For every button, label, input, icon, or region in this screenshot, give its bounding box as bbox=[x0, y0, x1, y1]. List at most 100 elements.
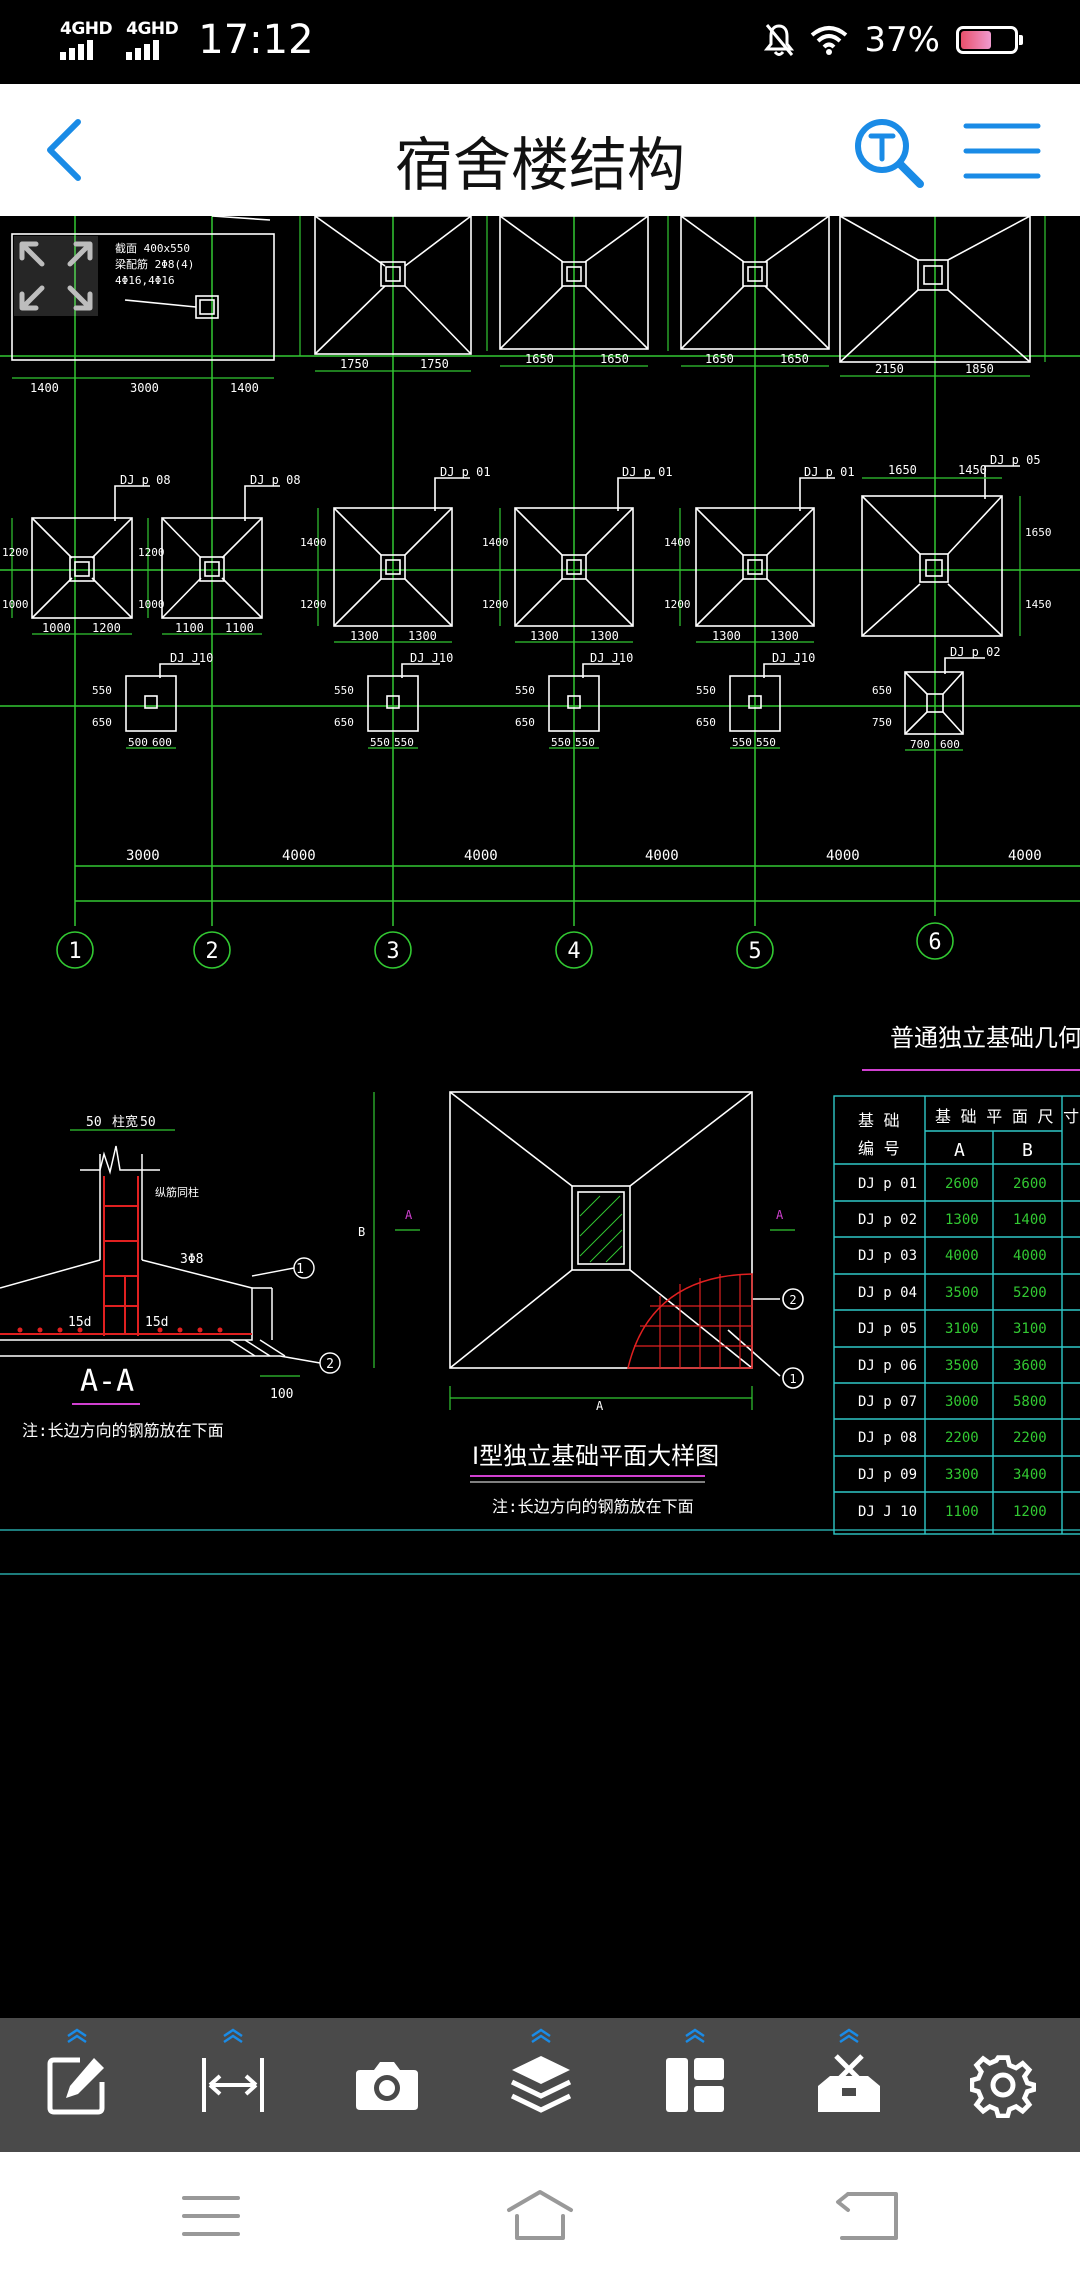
dim: 550 bbox=[370, 736, 390, 749]
utilities-tool[interactable] bbox=[804, 2018, 894, 2152]
section-callout-lines bbox=[251, 1257, 341, 1374]
axis-label: 3 bbox=[386, 939, 399, 964]
svg-text:4000: 4000 bbox=[1013, 1248, 1047, 1264]
measure-tool[interactable] bbox=[188, 2018, 278, 2152]
dim: 650 bbox=[872, 684, 892, 697]
callout-num: 1 bbox=[789, 1372, 796, 1386]
dim: 650 bbox=[334, 716, 354, 729]
recent-apps-icon[interactable] bbox=[176, 2188, 246, 2244]
note-line: 截面 400x550 bbox=[115, 241, 190, 255]
top-note: 截面 400x550 梁配筋 2Φ8(4) 4Φ16,4Φ16 bbox=[115, 241, 194, 287]
top-dim-lines bbox=[12, 216, 1046, 379]
dim: 1650 bbox=[1025, 526, 1052, 539]
svg-text:3500: 3500 bbox=[945, 1358, 979, 1374]
middle-dim-text: 1000 1200 1100 1100 1300 1300 1300 1300 … bbox=[42, 463, 987, 643]
axis-label: 5 bbox=[748, 939, 761, 964]
back-chevron-icon[interactable] bbox=[36, 114, 96, 186]
text-search-icon[interactable] bbox=[850, 114, 926, 190]
dim: 1300 bbox=[408, 629, 437, 643]
dim: 550 bbox=[394, 736, 414, 749]
span-dim: 4000 bbox=[282, 848, 316, 864]
section-mark: A bbox=[405, 1208, 413, 1222]
home-icon[interactable] bbox=[505, 2188, 575, 2244]
column-hatch bbox=[579, 1195, 623, 1263]
section-rebar bbox=[0, 1176, 252, 1336]
small-dim-text: 500 600 550 550 550 550 550 550 700 600 bbox=[128, 736, 960, 751]
dim: 1200 bbox=[2, 546, 29, 559]
expand-up-chevron-icon[interactable] bbox=[221, 2028, 245, 2044]
dim: 1650 bbox=[888, 463, 917, 477]
dim: 1650 bbox=[600, 352, 629, 366]
network-type-label: 4GHD bbox=[126, 18, 179, 39]
grid-axis-lines bbox=[0, 216, 1080, 926]
dim: 1300 bbox=[350, 629, 379, 643]
signal-sim1: 4GHD bbox=[60, 18, 113, 60]
dim: 1300 bbox=[530, 629, 559, 643]
edit-annotate-tool[interactable] bbox=[32, 2018, 122, 2152]
back-icon[interactable] bbox=[834, 2188, 904, 2244]
expand-up-chevron-icon[interactable] bbox=[837, 2028, 861, 2044]
footing-tag: DJ p 01 bbox=[804, 465, 855, 479]
small-footings bbox=[125, 657, 985, 735]
wifi-icon bbox=[811, 26, 848, 55]
rebar-quadrant bbox=[627, 1273, 753, 1369]
dim: 1400 bbox=[482, 536, 509, 549]
span-dim-lines bbox=[75, 865, 1080, 902]
expand-up-chevron-icon[interactable] bbox=[529, 2028, 553, 2044]
expand-up-chevron-icon[interactable] bbox=[683, 2028, 707, 2044]
layout-icon bbox=[666, 2058, 724, 2112]
fullscreen-expand-icon[interactable] bbox=[14, 236, 98, 316]
header-cell: 编 号 bbox=[858, 1139, 900, 1158]
dim: 1400 bbox=[230, 381, 259, 395]
dim: 1200 bbox=[300, 598, 327, 611]
table-title: 普通独立基础几何尺寸和 bbox=[890, 1024, 1080, 1052]
svg-text:1100: 1100 bbox=[945, 1504, 979, 1520]
expand-up-chevron-icon[interactable] bbox=[65, 2028, 89, 2044]
dim: 1000 bbox=[2, 598, 29, 611]
dim: 1000 bbox=[42, 621, 71, 635]
dim: 550 bbox=[515, 684, 535, 697]
footing-tag: DJ J10 bbox=[590, 651, 633, 665]
hamburger-menu-icon[interactable] bbox=[962, 120, 1042, 182]
dim: 1650 bbox=[525, 352, 554, 366]
header-cell: B bbox=[1022, 1140, 1033, 1161]
detail-labels: A A B A 2 1 Ⅰ型独立基础平面大样图 注:长边方向的钢筋放在下面 bbox=[358, 1208, 797, 1516]
header-cell: A bbox=[954, 1140, 965, 1161]
axis-label: 6 bbox=[928, 930, 941, 955]
svg-text:3000: 3000 bbox=[945, 1394, 979, 1410]
settings-tool[interactable] bbox=[958, 2018, 1048, 2152]
section-rebar-dots bbox=[17, 1327, 223, 1333]
dim: 550 bbox=[575, 736, 595, 749]
layers-tool[interactable] bbox=[496, 2018, 586, 2152]
cad-drawing-viewport[interactable]: 截面 400x550 梁配筋 2Φ8(4) 4Φ16,4Φ16 1400 300… bbox=[0, 216, 1080, 2018]
gear-icon bbox=[970, 2055, 1036, 2118]
svg-text:DJ p 06: DJ p 06 bbox=[858, 1358, 917, 1374]
network-type-label: 4GHD bbox=[60, 18, 113, 39]
footing-tag: DJ p 02 bbox=[950, 645, 1001, 659]
section-label: 15d bbox=[145, 1315, 168, 1330]
svg-text:2600: 2600 bbox=[945, 1176, 979, 1192]
toolbox-icon bbox=[818, 2054, 880, 2112]
svg-text:DJ p 05: DJ p 05 bbox=[858, 1321, 917, 1337]
svg-text:DJ p 02: DJ p 02 bbox=[858, 1212, 917, 1228]
screenshot-tool[interactable] bbox=[342, 2018, 432, 2152]
svg-text:2200: 2200 bbox=[945, 1430, 979, 1446]
detail-dim-lines bbox=[373, 1092, 795, 1410]
svg-text:DJ p 07: DJ p 07 bbox=[858, 1394, 917, 1410]
footing-tag: DJ J10 bbox=[410, 651, 453, 665]
section-dim-lines bbox=[70, 1129, 300, 1377]
dim: 1200 bbox=[92, 621, 121, 635]
axis-bubbles bbox=[56, 922, 954, 969]
layout-tool[interactable] bbox=[650, 2018, 740, 2152]
svg-text:3100: 3100 bbox=[1013, 1321, 1047, 1337]
dim: 750 bbox=[872, 716, 892, 729]
detail-plan bbox=[449, 1091, 804, 1389]
svg-text:DJ p 04: DJ p 04 bbox=[858, 1285, 917, 1301]
cad-drawing: 截面 400x550 梁配筋 2Φ8(4) 4Φ16,4Φ16 1400 300… bbox=[0, 216, 1080, 1575]
span-dim: 4000 bbox=[826, 848, 860, 864]
footing-tag: DJ J10 bbox=[170, 651, 213, 665]
